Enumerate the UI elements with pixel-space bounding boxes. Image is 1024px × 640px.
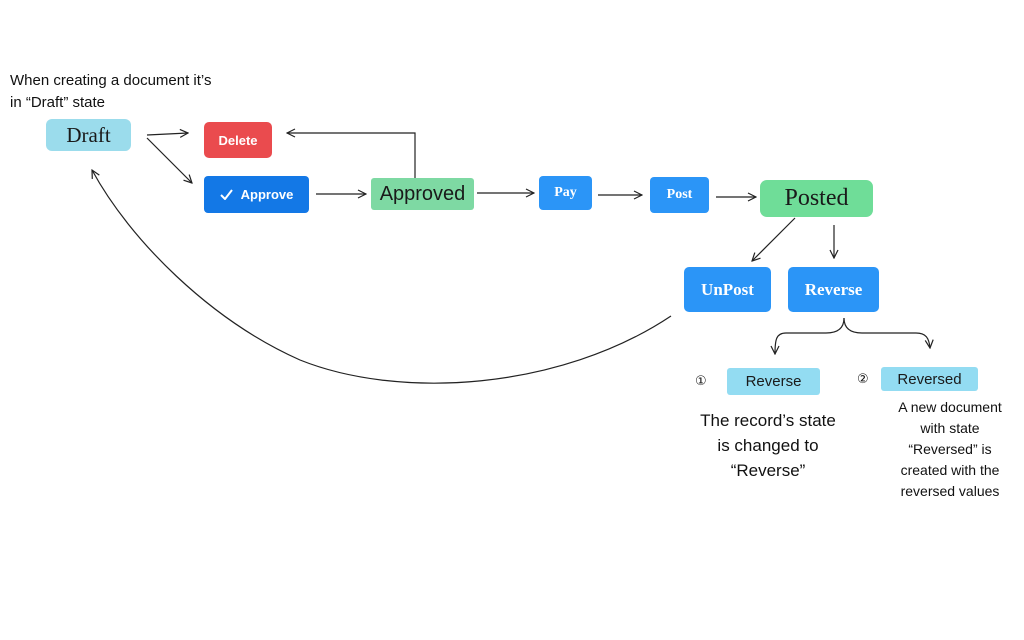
reverse-button-label: Reverse [804,279,863,299]
option-two-marker: ② [857,372,869,387]
post-button-label: Post [666,187,693,202]
state-reversed-label: Reversed [897,370,962,388]
state-reverse: Reverse [727,368,820,395]
state-approved: Approved [371,178,474,210]
pay-button[interactable]: Pay [539,176,592,210]
option-one-marker: ① [695,374,707,389]
option-one-line-3: “Reverse” [730,461,806,480]
state-approved-label: Approved [379,182,466,205]
draft-intro-line-1: When creating a document it’s [10,72,212,89]
check-icon [219,189,233,200]
arrow-approved-to-delete [287,133,416,178]
state-reversed: Reversed [881,367,978,391]
delete-button-label: Delete [218,132,258,148]
option-two-line-5: reversed values [900,483,1000,499]
draft-intro-line-2: in “Draft” state [10,94,106,111]
unpost-button[interactable]: UnPost [684,267,771,312]
draft-intro-note: When creating a document it’s in “Draft”… [10,70,212,114]
unpost-button-label: UnPost [701,279,754,299]
option-one-line-1: The record’s state [700,411,836,430]
option-two-line-3: “Reversed” is [908,441,992,457]
pay-button-label: Pay [554,185,577,200]
option-one-description: The record’s state is changed to “Revers… [688,408,848,483]
reverse-options-brace [775,317,845,354]
arrow-draft-to-delete [146,133,188,135]
option-two-line-2: with state [920,420,980,436]
delete-button[interactable]: Delete [204,122,272,158]
state-posted-label: Posted [784,185,849,211]
option-two-line-1: A new document [898,399,1002,415]
option-two-line-4: created with the [900,462,1000,478]
option-two-description: A new document with state “Reversed” is … [875,397,1024,502]
approve-button-label: Approve [240,187,294,202]
state-reverse-label: Reverse [745,373,802,390]
arrow-posted-to-unpost [752,217,796,261]
state-posted: Posted [760,180,873,217]
state-draft: Draft [46,119,131,151]
reverse-options-brace-right [843,317,930,348]
reverse-button[interactable]: Reverse [788,267,879,312]
approve-button[interactable]: Approve [204,176,309,213]
option-one-line-2: is changed to [717,436,819,455]
state-draft-label: Draft [66,122,111,147]
post-button[interactable]: Post [650,177,709,213]
arrow-draft-to-approve [146,137,192,183]
